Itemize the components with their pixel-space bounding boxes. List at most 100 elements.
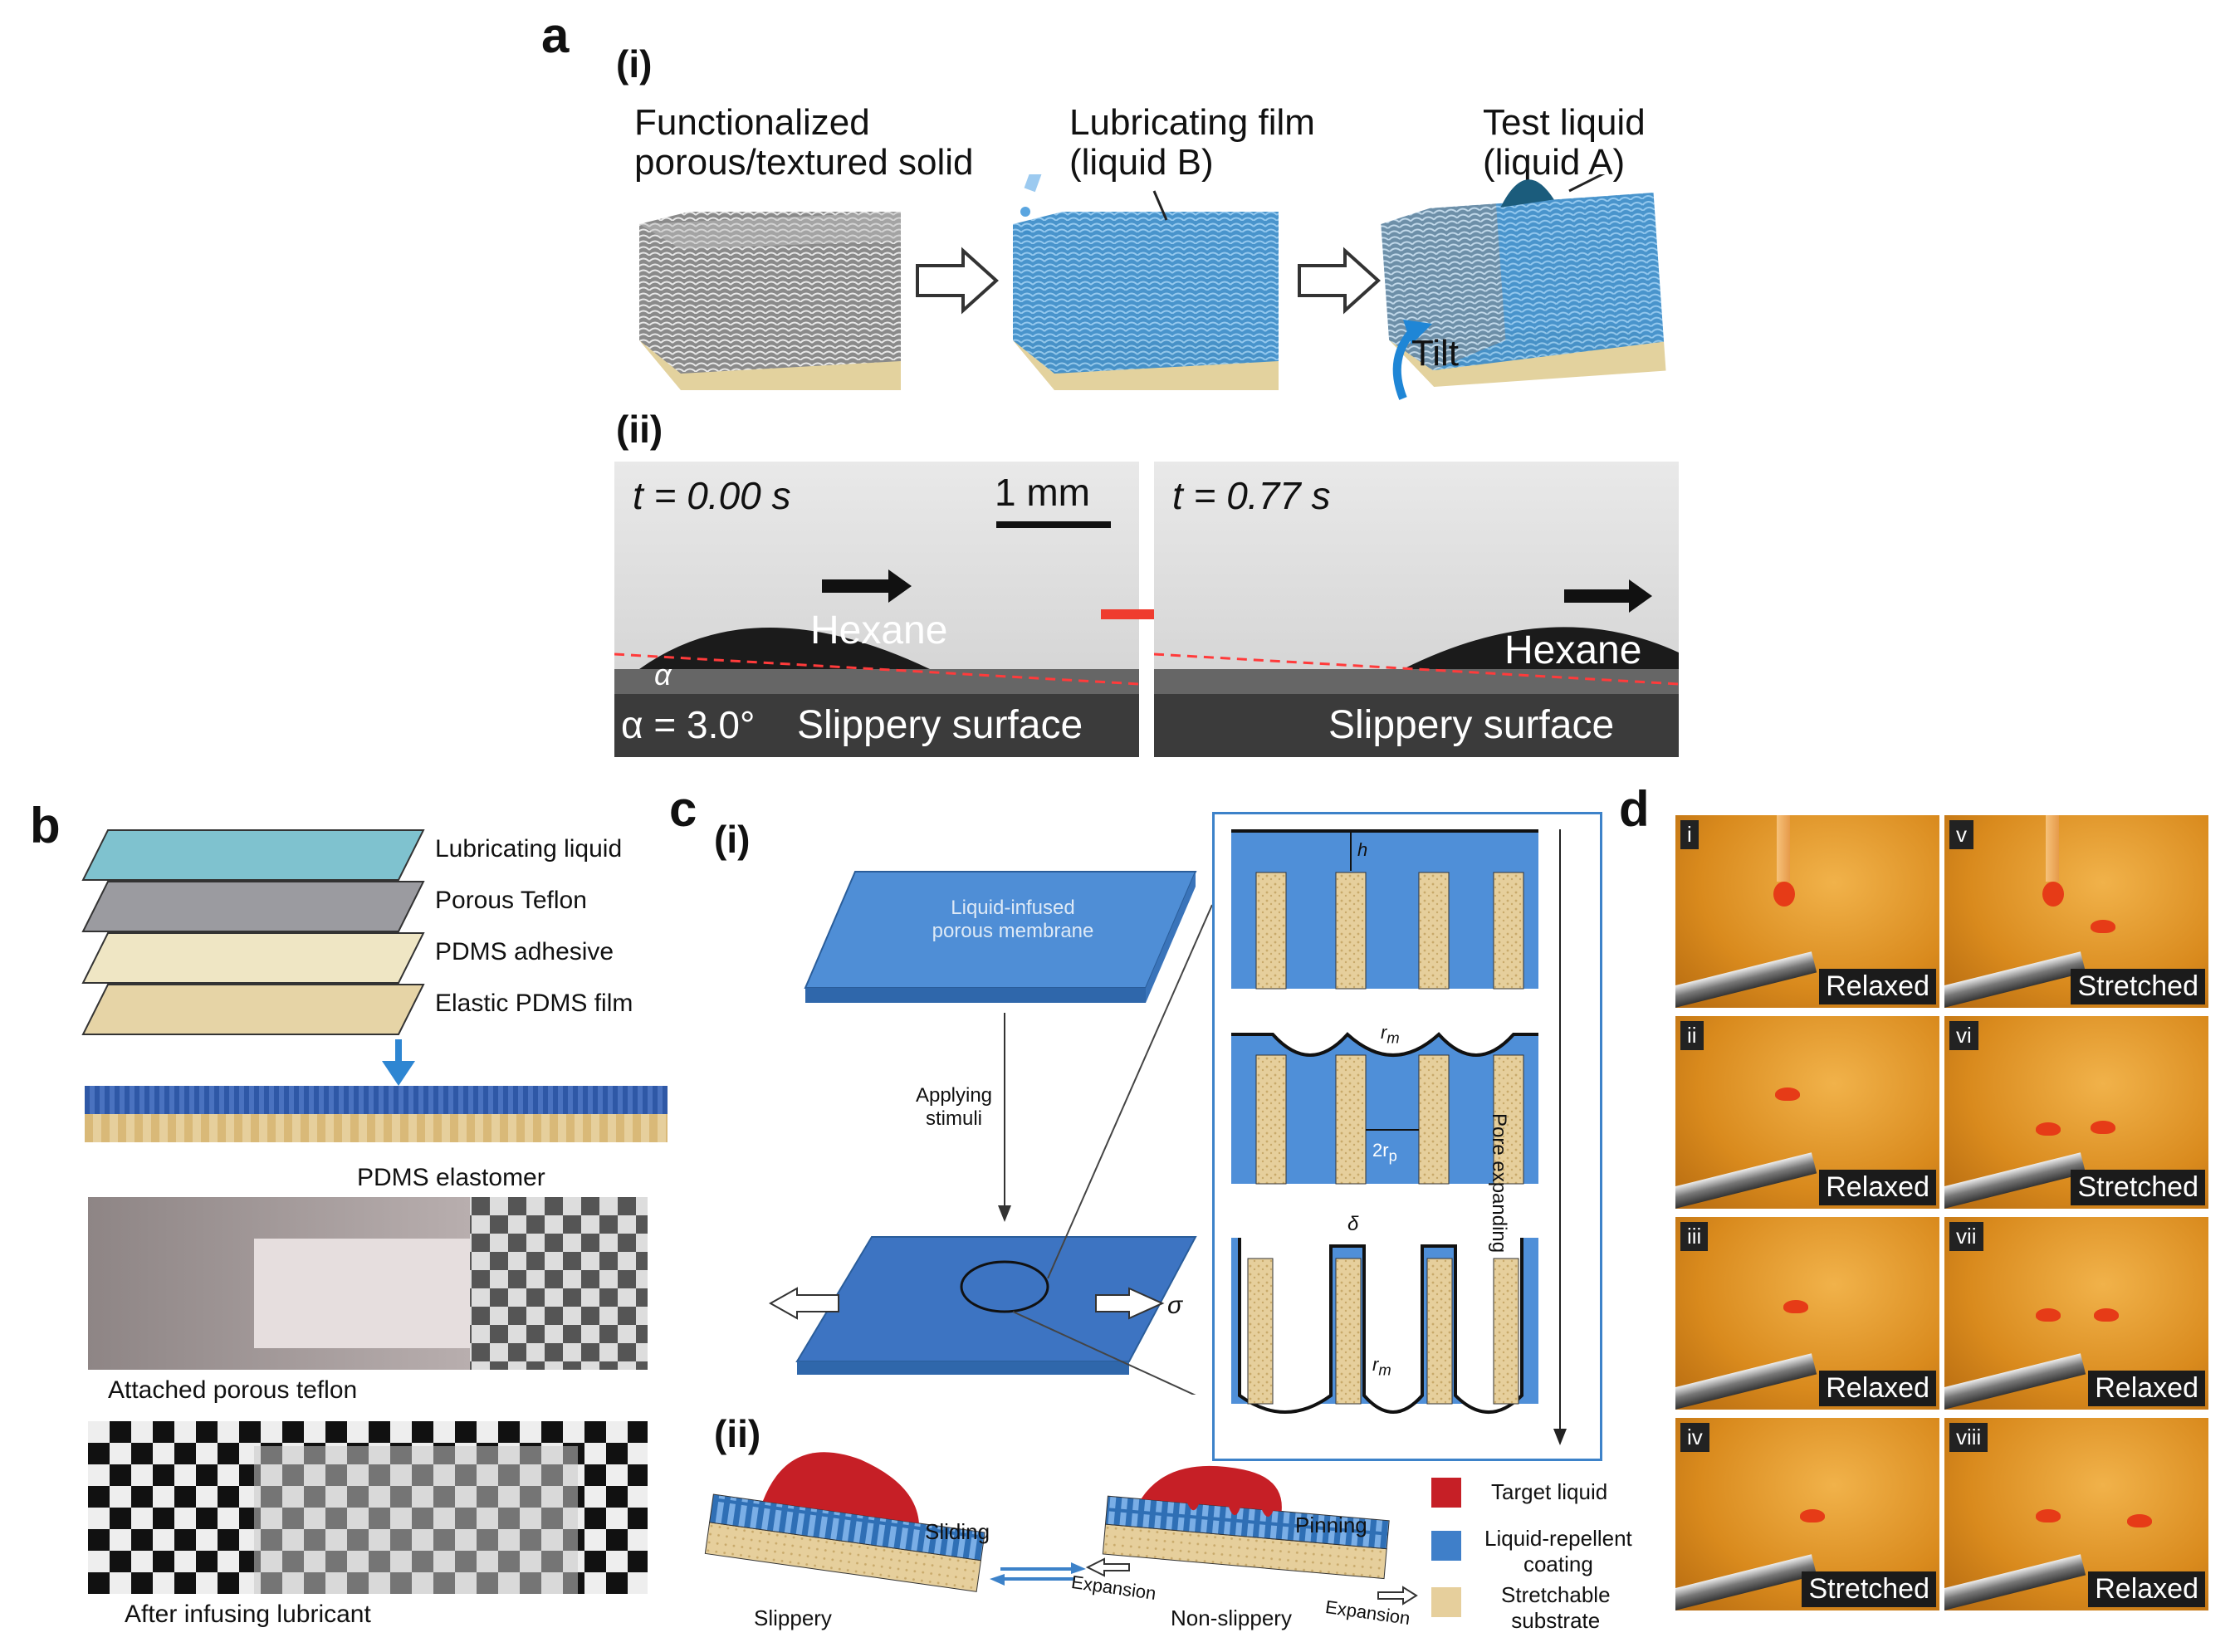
test-liquid-droplet (1500, 179, 1554, 208)
arrow-down-icon (382, 1061, 415, 1086)
slippery-label: Slippery (754, 1606, 832, 1630)
stretch-left-arrow-icon (768, 1287, 839, 1320)
pinned-droplet (1141, 1465, 1282, 1518)
hexane-droplet (1403, 627, 1679, 669)
panel-c-i-label: (i) (714, 818, 751, 861)
panel-a-ii-label: (ii) (616, 408, 663, 451)
pipette-icon (1777, 815, 1790, 882)
panel-a-i-label: (i) (616, 42, 653, 86)
baseline-dashed (1154, 652, 1679, 686)
step2-label: Lubricating film(liquid B) (1069, 102, 1315, 183)
droplet (2094, 1308, 2119, 1322)
droplet (2036, 1308, 2061, 1322)
rm-label-2: rm (1372, 1354, 1391, 1379)
droplet (2127, 1514, 2152, 1527)
expansion-right-arrow-icon (1377, 1586, 1418, 1606)
baseline-dashed (614, 652, 1139, 686)
membrane-stimuli-diagram (768, 871, 1212, 1395)
photo-infused-lubricant (88, 1421, 648, 1594)
pipette-icon (2046, 815, 2059, 882)
non-slippery-surface (1102, 1465, 1390, 1580)
slippery-surface (704, 1452, 985, 1592)
panel-label-d: d (1619, 781, 1650, 837)
droplet (1800, 1509, 1825, 1522)
stretch-right-arrow-icon (1095, 1287, 1165, 1320)
frame1-drop-label: Hexane (810, 609, 948, 652)
droplet (1783, 1300, 1808, 1313)
arrow-right-icon (1298, 247, 1381, 315)
pinning-label: Pinning (1295, 1513, 1367, 1537)
legend-swatch-substrate (1431, 1587, 1461, 1617)
droplet (1773, 882, 1795, 907)
panel-label-b: b (30, 798, 61, 853)
pore-zoom-box: h rm 2rp δ rm Pore expanding (1212, 812, 1602, 1461)
layer-elastic-pdms (81, 984, 425, 1035)
non-slippery-label: Non-slippery (1171, 1606, 1292, 1630)
droplet (2036, 1509, 2061, 1522)
h-label: h (1357, 839, 1368, 860)
delta-label: δ (1347, 1213, 1359, 1235)
droplet (2036, 1122, 2061, 1136)
frame1-angle: α = 3.0° (621, 703, 756, 746)
dropper-icon (1024, 174, 1047, 193)
layer-stack-diagram (81, 829, 425, 1086)
expansion-left-arrow-icon (1085, 1557, 1130, 1577)
pdms-elastomer-label: PDMS elastomer (357, 1164, 545, 1191)
arrow-right-icon (916, 247, 999, 315)
arrow-left-icon (990, 1574, 1005, 1586)
zoom-circle (960, 1260, 1049, 1313)
frame1-surface: Slippery surface (797, 703, 1083, 747)
composite-substrate (85, 1114, 668, 1142)
motion-arrow-icon (1564, 579, 1652, 613)
arrow-down-icon (1553, 1429, 1567, 1445)
arrow-down-icon (998, 1205, 1011, 1222)
hexane-droplet (639, 628, 930, 669)
rp-label: 2rp (1372, 1140, 1397, 1165)
legend-swatch-coating (1431, 1531, 1461, 1561)
frame1-alpha: α (654, 657, 672, 692)
layer-label-2: PDMS adhesive (435, 938, 614, 965)
droplet (2091, 920, 2115, 933)
scale-bar-label: 1 mm (995, 471, 1090, 514)
frame2-surface: Slippery surface (1328, 703, 1615, 747)
scale-bar (996, 521, 1111, 528)
arrow-right-icon (1071, 1562, 1086, 1574)
target-liquid-droplet (762, 1452, 919, 1523)
composite-coating (85, 1086, 668, 1114)
hexane-frame-2: t = 0.77 s Hexane Slippery surface (1154, 462, 1679, 757)
step3-label: Test liquid(liquid A) (1483, 102, 1646, 183)
motion-arrow-icon (822, 569, 912, 603)
layer-lubricating-liquid (81, 829, 425, 881)
droplet (2091, 1121, 2115, 1134)
legend-swatch-target-liquid (1431, 1478, 1461, 1508)
pore-state-meniscus (1231, 1030, 1538, 1185)
layer-label-3: Elastic PDMS film (435, 990, 633, 1017)
rm-label: rm (1381, 1022, 1400, 1047)
pore-state-expanded (1231, 1229, 1538, 1414)
sigma-label: σ (1167, 1292, 1183, 1319)
porous-solid-block (639, 212, 901, 390)
lubrication-schematic (639, 174, 1666, 400)
sliding-label: Sliding (925, 1519, 990, 1544)
droplet (1775, 1087, 1800, 1101)
attached-teflon-caption: Attached porous teflon (108, 1376, 358, 1404)
panel-label-a: a (541, 7, 570, 63)
pore-expanding-label: Pore expanding (1488, 1113, 1510, 1254)
hexane-frame-1: t = 0.00 s 1 mm Hexane α α = 3.0° Slippe… (614, 462, 1139, 757)
panel-label-c: c (669, 781, 697, 837)
pore-state-filled (1231, 829, 1538, 990)
layer-label-1: Porous Teflon (435, 887, 587, 914)
lubricated-block (1013, 212, 1279, 390)
layer-pdms-adhesive (81, 932, 425, 984)
frame2-drop-label: Hexane (1504, 628, 1642, 672)
